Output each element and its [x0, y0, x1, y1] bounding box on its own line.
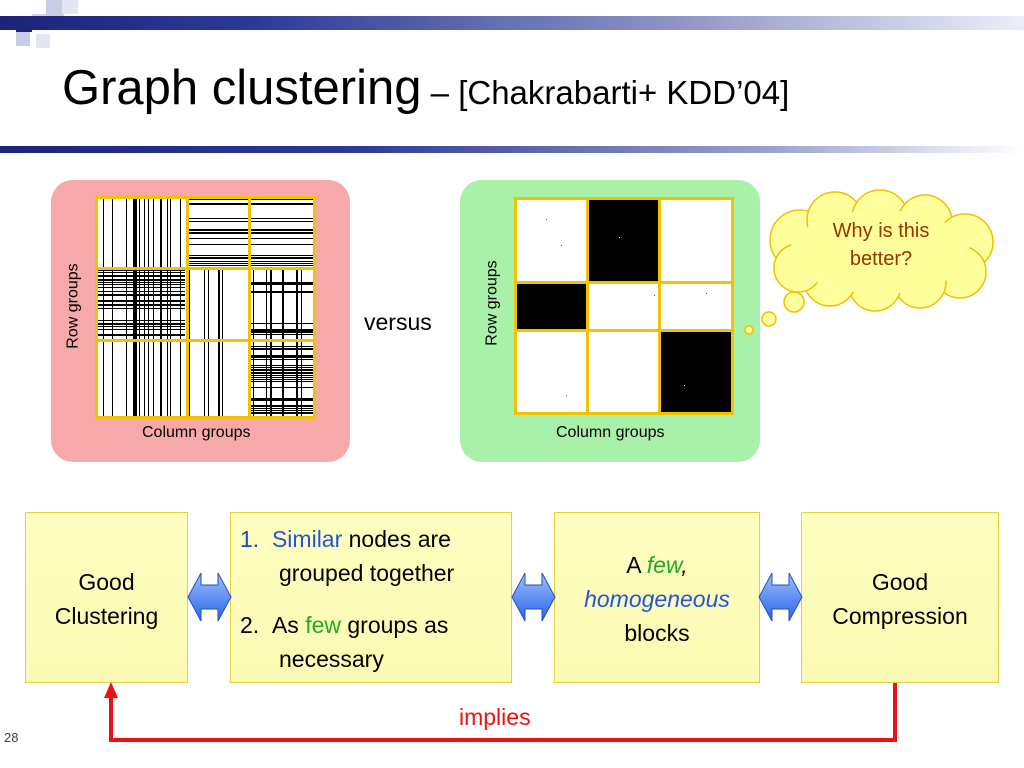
box3-few: few [646, 552, 682, 578]
title-gradient-bar [0, 16, 1024, 30]
item1-rest: nodes are [342, 526, 451, 552]
box3-comma: , [681, 552, 688, 578]
double-arrow-icon [758, 572, 803, 622]
clustered-matrix [514, 197, 734, 415]
box4-line-2: Compression [832, 603, 968, 629]
right-row-groups-label: Row groups [483, 260, 501, 346]
box3-blocks: blocks [624, 620, 690, 646]
box3-homogeneous: homogeneous [584, 586, 730, 612]
left-row-groups-label: Row groups [64, 263, 82, 349]
left-column-groups-label: Column groups [142, 424, 251, 441]
title-underline-rule [0, 146, 1024, 153]
box4-line-1: Good [871, 569, 929, 595]
criteria-item-1: 1. Similar nodes are grouped together [240, 522, 510, 590]
criteria-item-2: 2. As few groups as necessary [240, 608, 510, 676]
unclustered-matrix [95, 196, 316, 419]
implies-arrow [104, 682, 897, 742]
item1-highlight: Similar [271, 526, 343, 552]
homogeneous-blocks-box [554, 512, 760, 683]
item2-lead: As [271, 612, 306, 638]
homogeneous-blocks-text: A few, homogeneous blocks [554, 548, 760, 650]
item2-number: 2. [240, 612, 260, 638]
criteria-box [230, 512, 512, 683]
thought-cloud [744, 189, 994, 335]
title-main: Graph clustering [62, 61, 422, 115]
thought-line-1: Why is this [832, 220, 930, 242]
title-citation: – [Chakrabarti+ KDD’04] [421, 74, 790, 111]
box1-line-1: Good [78, 569, 135, 595]
right-column-groups-label: Column groups [556, 424, 665, 441]
box1-line-2: Clustering [54, 603, 159, 629]
good-clustering-box [25, 512, 188, 683]
item2-highlight: few [305, 612, 341, 638]
double-arrow-icon [511, 572, 556, 622]
good-clustering-text: Good Clustering [25, 565, 188, 633]
slide-title: Graph clustering – [Chakrabarti+ KDD’04] [62, 60, 789, 116]
box3-lead: A [626, 552, 647, 578]
thought-line-2: better? [849, 248, 913, 270]
versus-text: versus [364, 309, 432, 335]
good-compression-text: Good Compression [801, 565, 999, 633]
good-compression-box [801, 512, 999, 683]
implies-label: implies [459, 704, 531, 730]
item1-line2: grouped together [279, 560, 455, 586]
thought-bubble-text: Why is this better? [806, 217, 956, 273]
item2-line2: necessary [279, 646, 384, 672]
page-number: 28 [4, 730, 19, 745]
item1-number: 1. [240, 526, 260, 552]
double-arrow-icon [187, 572, 232, 622]
item2-rest: groups as [341, 612, 449, 638]
